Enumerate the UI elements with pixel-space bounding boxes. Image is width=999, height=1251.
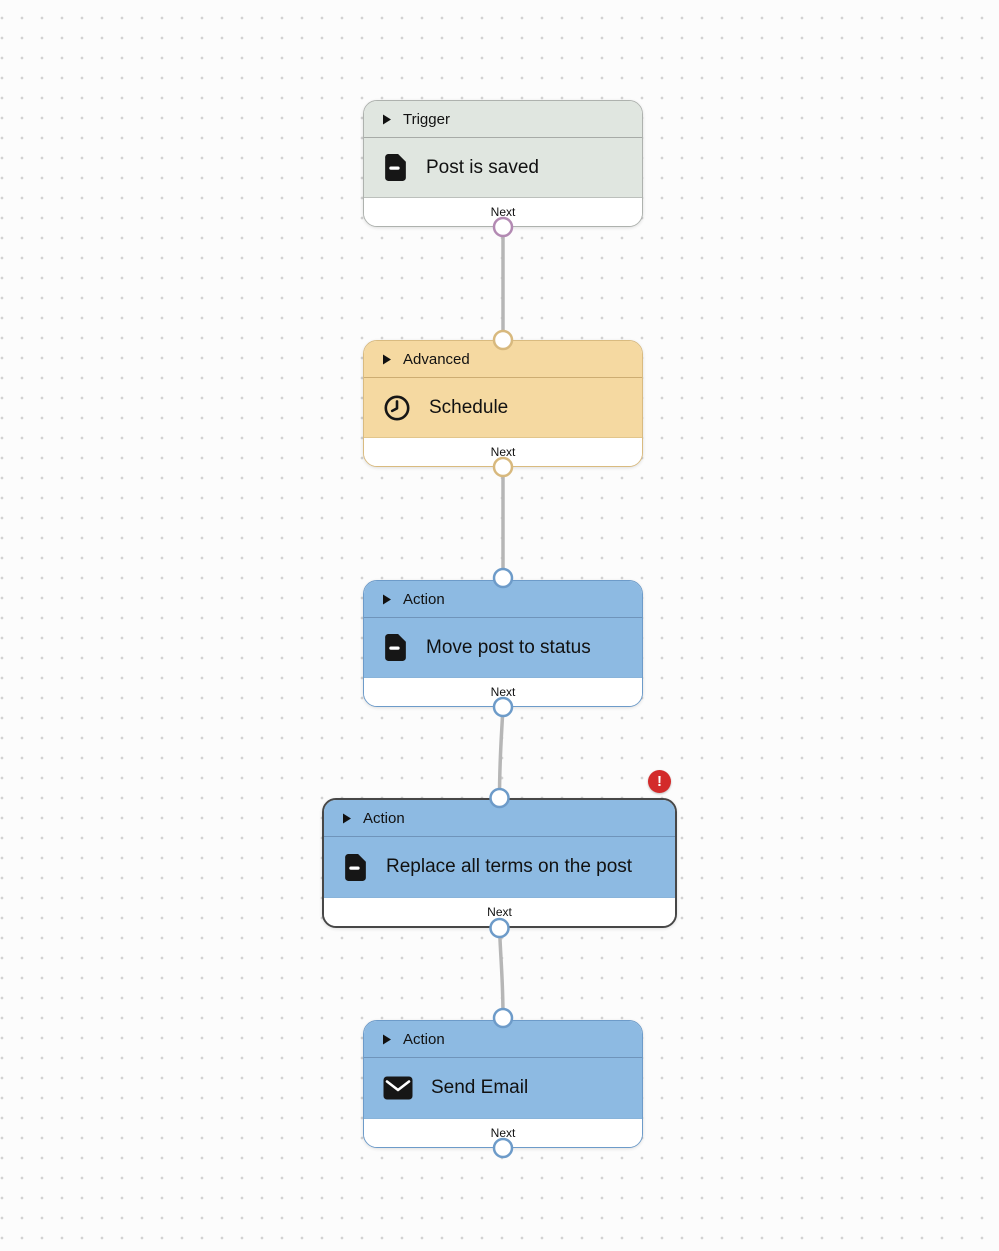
input-port[interactable] [492,329,514,351]
node-body[interactable]: Replace all terms on the post [324,837,675,897]
collapse-triangle-icon[interactable] [382,1034,392,1045]
input-port[interactable] [492,1007,514,1029]
node-kind-label: Action [403,590,445,608]
connector-line[interactable] [497,705,505,800]
next-slot-label: Next [487,905,512,919]
input-port[interactable] [489,787,510,809]
node-title: Send Email [431,1077,529,1098]
error-badge-glyph: ! [657,773,662,790]
next-slot-label: Next [490,1126,516,1140]
collapse-triangle-icon[interactable] [382,594,392,605]
document-icon [383,633,408,662]
node-kind-label: Action [403,1030,445,1048]
document-icon [343,853,368,882]
next-slot-label: Next [490,205,516,219]
output-port[interactable] [489,917,510,939]
node-action-replace-terms[interactable]: Action Replace all terms on the post Nex… [322,798,677,928]
node-body[interactable]: Post is saved [364,138,642,197]
node-title: Post is saved [426,156,539,178]
node-kind-label: Advanced [403,350,470,368]
node-body[interactable]: Schedule [364,378,642,437]
node-kind-label: Trigger [403,110,450,128]
collapse-triangle-icon[interactable] [342,813,352,824]
node-kind-label: Action [363,809,405,827]
email-icon [383,1076,413,1100]
output-port[interactable] [492,216,514,238]
output-port[interactable] [492,1137,514,1159]
output-port[interactable] [492,456,514,478]
node-action-send-email[interactable]: Action Send Email Next [363,1020,643,1148]
next-slot-label: Next [490,445,516,459]
input-port[interactable] [492,567,514,589]
node-action-move-post[interactable]: Action Move post to status Next [363,580,643,707]
node-body[interactable]: Send Email [364,1058,642,1118]
node-title: Move post to status [426,636,591,658]
node-header[interactable]: Action [364,581,642,618]
node-title: Replace all terms on the post [386,856,633,877]
node-body[interactable]: Move post to status [364,618,642,677]
node-title: Schedule [429,396,509,418]
document-icon [383,153,408,182]
clock-icon [383,394,411,422]
node-trigger[interactable]: Trigger Post is saved Next [363,100,643,227]
next-slot: Next [364,437,642,466]
next-slot-label: Next [490,685,516,699]
collapse-triangle-icon[interactable] [382,114,392,125]
error-badge[interactable]: ! [648,770,671,793]
collapse-triangle-icon[interactable] [382,354,392,365]
output-port[interactable] [492,696,514,718]
node-header[interactable]: Trigger [364,101,642,138]
connector-line[interactable] [497,926,505,1020]
node-advanced-schedule[interactable]: Advanced Schedule Next [363,340,643,467]
